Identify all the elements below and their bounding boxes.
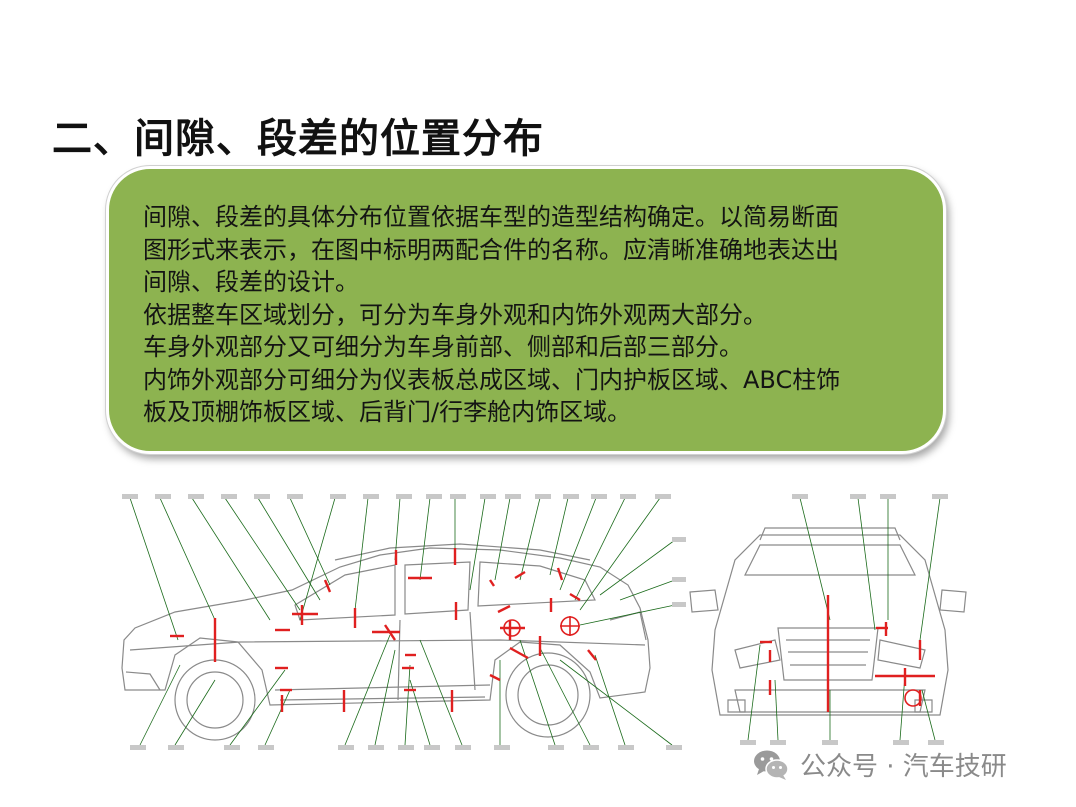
slide-title: 二、间隙、段差的位置分布 — [52, 116, 544, 162]
description-line: 车身外观部分又可细分为车身前部、侧部和后部三部分。 — [143, 333, 743, 361]
description-line: 板及顶棚饰板区域、后背门/行李舱内饰区域。 — [143, 398, 632, 426]
gap-marker-circles — [503, 616, 922, 707]
callout-labels — [122, 494, 948, 750]
wechat-icon — [754, 750, 789, 780]
callout-leaders — [129, 497, 676, 746]
description-line: 图形式来表示，在图中标明两配合件的名称。应清晰准确地表达出 — [143, 235, 839, 264]
gap-markers — [170, 548, 935, 712]
description-line: 依据整车区域划分，可分为车身外观和内饰外观两大部分。 — [143, 300, 767, 329]
watermark-text: 公众号 · 汽车技研 — [800, 752, 1007, 782]
description-box: 间隙、段差的具体分布位置依据车型的造型结构确定。以简易断面 图形式来表示，在图中… — [106, 166, 946, 454]
description-line: 间隙、段差的设计。 — [143, 268, 359, 296]
car-side-view — [121, 543, 651, 741]
description-line: 内饰外观部分可细分为仪表板总成区域、门内护板区域、ABC柱饰 — [143, 365, 841, 394]
watermark: 公众号 · 汽车技研 — [752, 746, 1007, 783]
callout-leaders-front — [747, 497, 941, 741]
description-line: 间隙、段差的具体分布位置依据车型的造型结构确定。以简易断面 — [143, 203, 839, 231]
